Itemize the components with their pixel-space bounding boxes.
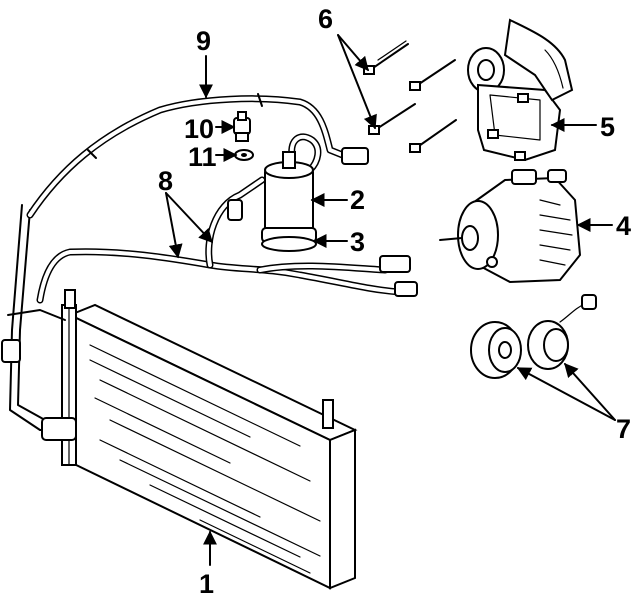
callout-5: 5: [600, 112, 615, 142]
callout-labels: 1 2 3 4 5 6 7 8 9 10 11: [158, 4, 631, 599]
callout-3: 3: [350, 227, 365, 257]
callout-9: 9: [196, 26, 211, 56]
callout-1: 1: [199, 569, 214, 599]
callout-6: 6: [318, 4, 333, 34]
ac-compressor: [439, 169, 582, 284]
callout-8: 8: [158, 166, 173, 196]
pressure-switch: [233, 111, 251, 142]
compressor-bolts: [363, 40, 457, 153]
callout-7: 7: [616, 414, 631, 444]
callout-11: 11: [188, 142, 217, 172]
compressor-bracket: [467, 18, 574, 162]
compressor-clutch: [470, 294, 597, 379]
callout-10: 10: [184, 114, 214, 144]
o-ring: [234, 149, 254, 161]
receiver-drier: [261, 151, 317, 252]
condenser: [1, 204, 358, 590]
callout-4: 4: [616, 211, 631, 241]
leader-lines: [165, 34, 616, 566]
ac-hoses: [26, 93, 418, 304]
callout-2: 2: [350, 185, 365, 215]
